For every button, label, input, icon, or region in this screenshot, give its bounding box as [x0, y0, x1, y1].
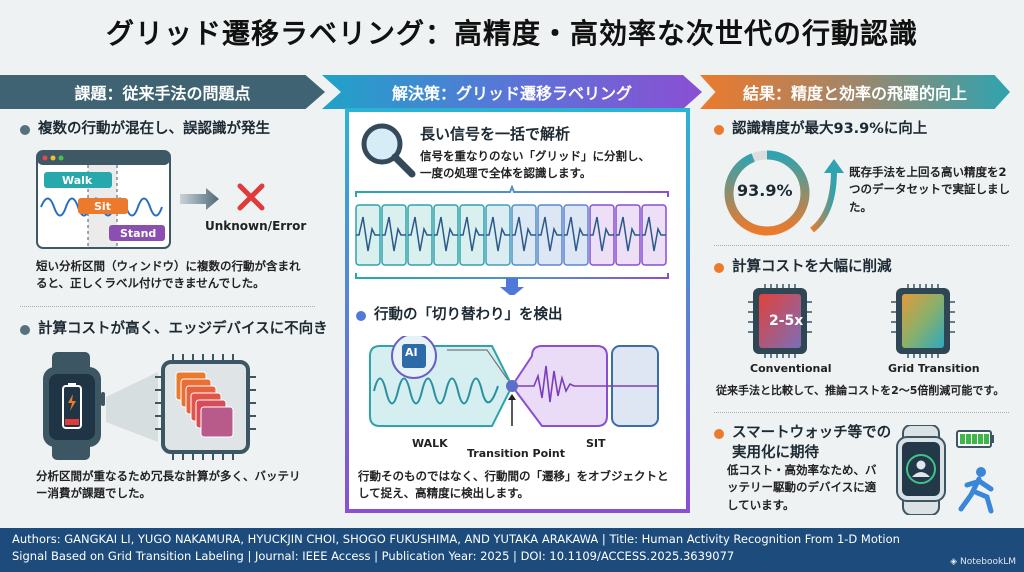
mixed-window-illustration: [36, 150, 171, 249]
divider: [714, 412, 1009, 413]
grid-transition-label: Grid Transition: [888, 362, 980, 375]
problem-bullet-2: 計算コストが高く、エッジデバイスに不向き: [20, 320, 328, 340]
signal-wave: [486, 216, 510, 252]
divider: [20, 306, 315, 307]
problem-text-2: 分析区間が重なるため冗長な計算が多く、バッテリー消費が課題でした。: [36, 469, 301, 501]
bullet-dot: [20, 325, 30, 335]
divider: [714, 245, 1009, 246]
result-text-2: 従来手法と比較して、推論コストを2〜5倍削減可能です。: [716, 384, 1005, 397]
error-x-icon: [237, 183, 265, 211]
sit-label: SIT: [586, 437, 606, 450]
signal-wave: [642, 216, 666, 252]
signal-wave: [408, 216, 432, 252]
problem-header: 課題：従来手法の問題点: [0, 75, 325, 109]
bullet-dot: [356, 311, 366, 321]
result-bullet-1: 認識精度が最大93.9%に向上: [714, 120, 927, 140]
ai-chip-label: AI: [405, 346, 418, 359]
result-bullet-3: スマートウォッチ等での実用化に期待: [714, 424, 894, 463]
magnifier-icon: [361, 123, 416, 178]
bullet-dot: [714, 429, 724, 439]
bullet-text: 計算コストを大幅に削減: [732, 259, 892, 275]
signal-wave: [460, 216, 484, 252]
result-text-3: 低コスト・高効率なため、バッテリー駆動のデバイスに適しています。: [727, 463, 877, 512]
solution-subtitle-1: 長い信号を一括で解析: [420, 125, 571, 143]
bullet-dot: [714, 263, 724, 273]
chip-comparison: [748, 284, 955, 358]
accuracy-donut: [724, 150, 844, 236]
result-text-1: 既存手法を上回る高い精度を2つのデータセットで実証しました。: [849, 165, 1010, 214]
transition-point-label: Transition Point: [467, 447, 566, 460]
watch-chip-illustration: [43, 352, 256, 460]
solution-bullet-2: 行動の「切り替わり」を検出: [356, 306, 563, 326]
chip-cost-label: 2-5x: [769, 313, 804, 329]
signal-wave: [356, 216, 380, 252]
result-bullet-2: 計算コストを大幅に削減: [714, 258, 892, 278]
smartwatch-runner-illustration: [896, 425, 994, 515]
solution-header: 解決策：グリッド遷移ラベリング: [322, 75, 702, 109]
bullet-text: 計算コストが高く、エッジデバイスに不向き: [38, 321, 328, 337]
notebooklm-logo: ◈ NotebookLM: [950, 557, 1016, 567]
result-header: 結果：精度と効率の飛躍的向上: [700, 75, 1010, 109]
stand-label: Stand: [120, 227, 157, 240]
logo-text: NotebookLM: [959, 557, 1016, 567]
signal-wave: [590, 216, 614, 252]
bullet-text: スマートウォッチ等での実用化に期待: [732, 425, 892, 461]
bullet-dot: [714, 125, 724, 135]
walk-label: WALK: [412, 437, 448, 450]
bullet-text: 複数の行動が混在し、誤認識が発生: [38, 121, 270, 137]
citation-footer: Authors: GANGKAI LI, YUGO NAKAMURA, HYUC…: [0, 528, 1024, 572]
unknown-error-label: Unknown/Error: [205, 219, 307, 233]
signal-wave: [434, 216, 458, 252]
sit-label: Sit: [94, 200, 111, 213]
citation-line-1: Authors: GANGKAI LI, YUGO NAKAMURA, HYUC…: [12, 532, 900, 546]
page-title: グリッド遷移ラベリング：高精度・高効率な次世代の行動認識: [105, 17, 918, 50]
transition-diagram: [369, 336, 659, 427]
conventional-label: Conventional: [750, 362, 832, 375]
bullet-dot: [20, 125, 30, 135]
signal-wave: [538, 216, 562, 252]
accuracy-value: 93.9%: [737, 181, 793, 200]
walk-label: Walk: [62, 174, 93, 187]
solution-panel: [345, 108, 690, 513]
citation-line-2: Signal Based on Grid Transition Labeling…: [12, 549, 735, 564]
signal-wave: [616, 216, 640, 252]
problem-text-1: 短い分析区間（ウィンドウ）に複数の行動が含まれると、正しくラベル付けできませんで…: [36, 259, 301, 291]
grid-signal-illustration: [355, 185, 669, 295]
solution-text-1: 信号を重なりのない「グリッド」に分割し、一度の処理で全体を認識します。: [420, 149, 650, 181]
signal-wave: [512, 216, 536, 252]
bullet-text: 認識精度が最大93.9%に向上: [732, 121, 928, 137]
solution-text-2: 行動そのものではなく、行動間の「遷移」をオブジェクトとして捉え、高精度に検出しま…: [358, 469, 669, 501]
bullet-text: 行動の「切り替わり」を検出: [374, 307, 563, 323]
signal-wave: [564, 216, 588, 252]
arrow-right-icon: [180, 188, 219, 210]
problem-bullet-1: 複数の行動が混在し、誤認識が発生: [20, 120, 270, 140]
signal-wave: [382, 216, 406, 252]
